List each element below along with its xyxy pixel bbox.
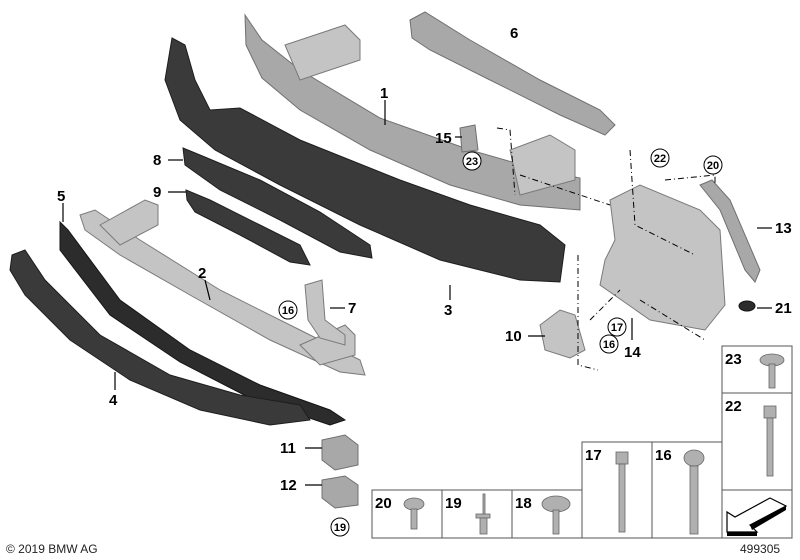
svg-text:19: 19 xyxy=(445,495,462,512)
bolt-16-icon xyxy=(683,449,705,467)
callout-15: 15 xyxy=(435,130,452,147)
box-16[interactable]: 16 xyxy=(655,447,705,535)
callout-9: 9 xyxy=(153,184,161,201)
part-14-bracket[interactable] xyxy=(599,184,726,331)
callout-12: 12 xyxy=(280,477,297,494)
part-6-bracket[interactable] xyxy=(409,11,616,136)
bolt-22-icon xyxy=(763,405,777,419)
part-2-lower-carrier[interactable] xyxy=(79,199,366,376)
part-9-absorber[interactable] xyxy=(185,189,311,266)
svg-text:16: 16 xyxy=(603,339,615,351)
copyright: © 2019 BMW AG xyxy=(6,542,98,556)
callout-3: 3 xyxy=(444,302,452,319)
svg-text:20: 20 xyxy=(707,160,719,172)
svg-text:22: 22 xyxy=(725,398,742,415)
callout-4: 4 xyxy=(109,392,118,409)
box-18[interactable]: 18 xyxy=(515,495,571,535)
direction-arrow-icon xyxy=(726,497,788,536)
part-15-clip[interactable] xyxy=(459,124,479,153)
callout-13: 13 xyxy=(775,220,792,237)
callout-11: 11 xyxy=(280,440,296,457)
leader-lines xyxy=(62,100,772,486)
svg-text:23: 23 xyxy=(466,156,478,168)
circled-ref-19: 19 xyxy=(330,517,350,537)
callout-10: 10 xyxy=(505,328,522,345)
part-3-air-duct[interactable] xyxy=(164,37,566,283)
svg-text:19: 19 xyxy=(334,522,346,534)
box-19[interactable]: 19 xyxy=(445,493,491,535)
box-22[interactable]: 22 xyxy=(725,398,777,477)
callout-8: 8 xyxy=(153,152,161,169)
box-17[interactable]: 17 xyxy=(585,447,629,533)
part-4-spoiler[interactable] xyxy=(9,249,311,426)
circled-ref-23: 23 xyxy=(462,151,482,171)
part-11-holder[interactable] xyxy=(321,434,359,471)
callout-5: 5 xyxy=(57,188,65,205)
diagram-number: 499305 xyxy=(740,542,780,556)
screw-20-icon xyxy=(403,497,425,511)
part-10-bracket[interactable] xyxy=(539,309,586,359)
svg-text:17: 17 xyxy=(611,322,623,334)
svg-text:18: 18 xyxy=(515,495,532,512)
svg-text:20: 20 xyxy=(375,495,392,512)
circled-ref-16b: 16 xyxy=(599,334,619,354)
part-12-holder[interactable] xyxy=(321,475,359,509)
svg-text:17: 17 xyxy=(585,447,602,464)
circled-ref-16: 16 xyxy=(278,300,298,320)
box-23[interactable]: 23 xyxy=(725,351,785,389)
callout-7: 7 xyxy=(348,300,356,317)
svg-text:22: 22 xyxy=(654,153,666,165)
part-13-trim[interactable] xyxy=(699,179,761,283)
part-7-bracket[interactable] xyxy=(304,279,346,346)
svg-text:16: 16 xyxy=(655,447,672,464)
callout-14: 14 xyxy=(624,344,641,361)
circled-ref-17: 17 xyxy=(607,317,627,337)
circled-ref-22: 22 xyxy=(650,148,670,168)
svg-text:23: 23 xyxy=(725,351,742,368)
circled-ref-20: 20 xyxy=(703,155,723,175)
callout-2: 2 xyxy=(198,265,206,282)
part-5-grille[interactable] xyxy=(59,220,347,426)
callout-6: 6 xyxy=(510,25,518,42)
svg-text:16: 16 xyxy=(282,305,294,317)
part-8-absorber[interactable] xyxy=(182,147,373,259)
part-21-nut[interactable] xyxy=(738,300,756,312)
part-1-bumper-carrier[interactable] xyxy=(244,13,581,211)
callout-21: 21 xyxy=(775,300,792,317)
box-20[interactable]: 20 xyxy=(375,495,425,530)
bolt-17-icon xyxy=(615,451,629,465)
callout-1: 1 xyxy=(380,85,388,102)
hardware-grid xyxy=(371,345,793,539)
assembly-dash-lines xyxy=(496,127,716,371)
